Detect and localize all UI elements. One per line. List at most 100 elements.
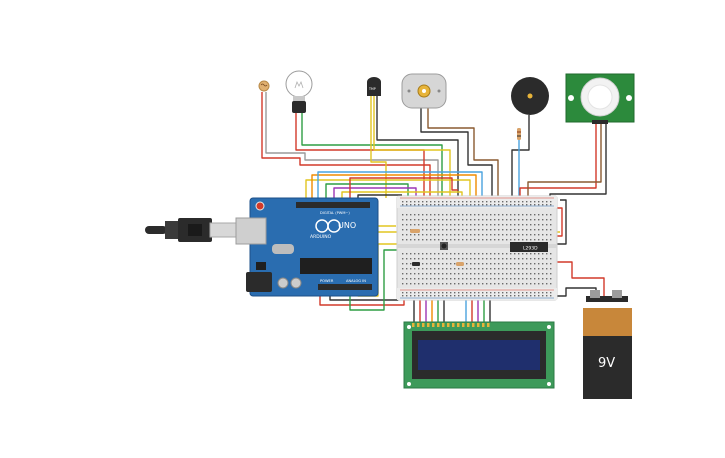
breadboard-hole: [434, 234, 436, 236]
breadboard-hole: [470, 263, 472, 265]
breadboard-hole: [486, 234, 488, 236]
breadboard-hole: [454, 234, 456, 236]
breadboard-hole: [418, 258, 420, 260]
breadboard-hole: [482, 295, 484, 297]
breadboard-hole: [402, 204, 404, 206]
breadboard-hole: [530, 224, 532, 226]
breadboard-hole: [422, 258, 424, 260]
breadboard-hole: [430, 273, 432, 275]
breadboard-hole: [458, 229, 460, 231]
breadboard-hole: [486, 224, 488, 226]
breadboard-hole: [486, 258, 488, 260]
breadboard-hole: [530, 239, 532, 241]
breadboard-hole: [486, 204, 488, 206]
breadboard-hole: [490, 273, 492, 275]
breadboard-hole: [494, 224, 496, 226]
breadboard-hole: [442, 201, 444, 203]
breadboard-hole: [414, 295, 416, 297]
breadboard-hole: [522, 239, 524, 241]
breadboard-hole: [478, 214, 480, 216]
breadboard-hole: [526, 214, 528, 216]
breadboard-hole: [430, 278, 432, 280]
breadboard-hole: [466, 204, 468, 206]
wire: [376, 96, 459, 198]
breadboard-hole: [450, 234, 452, 236]
breadboard-hole: [546, 234, 548, 236]
breadboard-hole: [502, 214, 504, 216]
breadboard-hole: [482, 234, 484, 236]
breadboard-hole: [514, 201, 516, 203]
breadboard-hole: [538, 283, 540, 285]
breadboard-hole: [502, 283, 504, 285]
breadboard-hole: [450, 214, 452, 216]
breadboard-hole: [450, 283, 452, 285]
breadboard-hole: [510, 229, 512, 231]
breadboard-hole: [406, 278, 408, 280]
breadboard-hole: [458, 204, 460, 206]
breadboard-hole: [414, 239, 416, 241]
breadboard-hole: [450, 224, 452, 226]
breadboard-hole: [474, 234, 476, 236]
breadboard-hole: [454, 258, 456, 260]
wire: [261, 92, 431, 198]
breadboard-hole: [458, 295, 460, 297]
breadboard-hole: [502, 224, 504, 226]
breadboard-hole: [490, 258, 492, 260]
breadboard-hole: [518, 283, 520, 285]
breadboard-hole: [418, 234, 420, 236]
breadboard-hole: [514, 292, 516, 294]
breadboard-hole: [442, 229, 444, 231]
breadboard-hole: [534, 268, 536, 270]
breadboard-hole: [426, 273, 428, 275]
breadboard-hole: [550, 214, 552, 216]
breadboard-hole: [486, 292, 488, 294]
breadboard-hole: [506, 273, 508, 275]
breadboard-hole: [422, 219, 424, 221]
lcd-pin: [452, 323, 455, 327]
breadboard-hole: [502, 201, 504, 203]
breadboard-hole: [530, 258, 532, 260]
breadboard-hole: [438, 239, 440, 241]
breadboard-hole: [538, 253, 540, 255]
breadboard-hole: [446, 258, 448, 260]
breadboard-hole: [422, 204, 424, 206]
breadboard-hole: [450, 253, 452, 255]
breadboard-hole: [482, 258, 484, 260]
breadboard-hole: [434, 239, 436, 241]
breadboard-hole: [490, 219, 492, 221]
breadboard-hole: [498, 283, 500, 285]
breadboard-hole: [434, 253, 436, 255]
breadboard-hole: [430, 258, 432, 260]
breadboard-hole: [438, 219, 440, 221]
lcd-pin: [472, 323, 475, 327]
breadboard-hole: [434, 229, 436, 231]
breadboard-hole: [546, 204, 548, 206]
breadboard-hole: [450, 292, 452, 294]
breadboard-hole: [454, 273, 456, 275]
breadboard-hole: [470, 295, 472, 297]
breadboard-hole: [526, 234, 528, 236]
breadboard-hole: [538, 234, 540, 236]
breadboard-hole: [478, 224, 480, 226]
breadboard-hole: [550, 273, 552, 275]
breadboard-hole: [494, 278, 496, 280]
breadboard-hole: [514, 229, 516, 231]
breadboard-hole: [426, 204, 428, 206]
breadboard-hole: [422, 201, 424, 203]
breadboard-hole: [462, 204, 464, 206]
breadboard-hole: [522, 263, 524, 265]
breadboard-hole: [490, 263, 492, 265]
lcd-pin: [427, 323, 430, 327]
breadboard-hole: [478, 278, 480, 280]
breadboard-hole: [450, 268, 452, 270]
breadboard-hole: [470, 253, 472, 255]
breadboard-hole: [506, 201, 508, 203]
breadboard-hole: [446, 214, 448, 216]
breadboard-hole: [422, 273, 424, 275]
breadboard-hole: [458, 258, 460, 260]
breadboard-hole: [526, 239, 528, 241]
breadboard-hole: [546, 224, 548, 226]
breadboard-hole: [418, 204, 420, 206]
breadboard-hole: [474, 263, 476, 265]
breadboard-hole: [522, 273, 524, 275]
